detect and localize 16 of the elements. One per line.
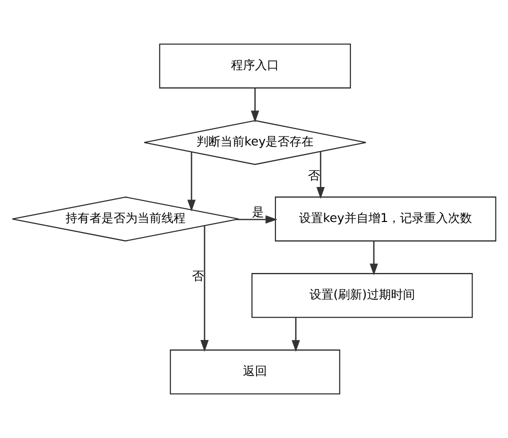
node-box: 程序入口 bbox=[159, 44, 351, 88]
arrow bbox=[187, 152, 196, 212]
arrow bbox=[316, 152, 325, 199]
arrow bbox=[200, 226, 209, 352]
arrow bbox=[236, 215, 278, 224]
node-box: 设置key并自增1，记录重入次数 bbox=[274, 196, 496, 242]
node-box: 返回 bbox=[170, 350, 340, 394]
arrow bbox=[292, 318, 300, 352]
node-diamond: 判断当前key是否存在 bbox=[144, 120, 366, 165]
node-box: 设置(刷新)过期时间 bbox=[251, 273, 473, 318]
edge-label: 否 bbox=[192, 268, 204, 283]
arrow bbox=[370, 241, 378, 276]
edge-label: 否 bbox=[308, 168, 320, 182]
node-diamond: 持有者是否为当前线程 bbox=[12, 196, 240, 242]
arrow bbox=[250, 88, 260, 122]
edge-label: 是 bbox=[252, 205, 264, 220]
